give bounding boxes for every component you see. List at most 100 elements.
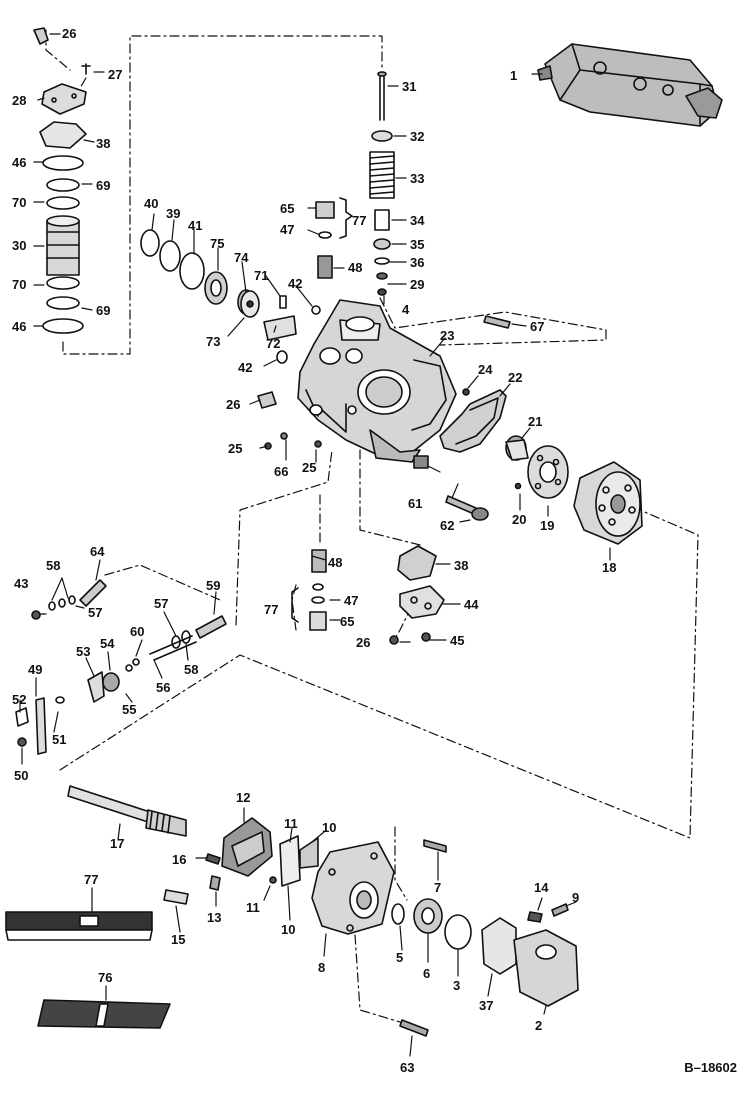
callout-22: 22 [508, 370, 522, 385]
callout-43: 43 [14, 576, 28, 591]
callout-65b: 65 [340, 614, 354, 629]
end-cover-and-gear-pump [163, 817, 579, 1037]
callout-leaders [19, 33, 611, 1057]
callout-62: 62 [440, 518, 454, 533]
callout-70a: 70 [12, 195, 26, 210]
callout-28: 28 [12, 93, 26, 108]
body-side-seals [140, 229, 321, 364]
callout-11b: 11 [246, 900, 260, 915]
callout-30: 30 [12, 238, 26, 253]
figure-reference-number: B–18602 [684, 1060, 737, 1075]
callout-9: 9 [572, 890, 579, 905]
callout-13: 13 [207, 910, 221, 925]
callout-72: 72 [266, 336, 280, 351]
callout-58b: 58 [184, 662, 198, 677]
callout-51: 51 [52, 732, 66, 747]
callout-3: 3 [453, 978, 460, 993]
callout-15: 15 [171, 932, 185, 947]
lower-center-valve [291, 545, 445, 645]
callout-47a: 47 [280, 222, 294, 237]
callout-25b: 25 [302, 460, 316, 475]
callout-60: 60 [130, 624, 144, 639]
callout-55: 55 [122, 702, 136, 717]
callout-52: 52 [12, 692, 26, 707]
callout-54: 54 [100, 636, 115, 651]
callout-7: 7 [434, 880, 441, 895]
callout-61: 61 [408, 496, 422, 511]
callout-4: 4 [402, 302, 410, 317]
callout-5: 5 [396, 950, 403, 965]
callout-47b: 47 [344, 593, 358, 608]
callout-50: 50 [14, 768, 28, 783]
callout-35: 35 [410, 237, 424, 252]
callout-17: 17 [110, 836, 124, 851]
callout-26a: 26 [62, 26, 76, 41]
callout-19: 19 [540, 518, 554, 533]
callout-33: 33 [410, 171, 424, 186]
callout-57b: 57 [154, 596, 168, 611]
callout-77a: 77 [352, 213, 366, 228]
left-seal-stack [33, 27, 91, 334]
callout-69a: 69 [96, 178, 110, 193]
callout-76: 76 [98, 970, 112, 985]
callout-11a: 11 [284, 816, 298, 831]
swashplate-and-rotating-group [439, 315, 643, 545]
callout-59: 59 [206, 578, 220, 593]
callout-38a: 38 [96, 136, 110, 151]
callout-77c: 77 [264, 602, 278, 617]
callout-32: 32 [410, 129, 424, 144]
callout-37: 37 [479, 998, 493, 1013]
callout-73: 73 [206, 334, 220, 349]
control-linkage [15, 579, 227, 755]
callout-69b: 69 [96, 303, 110, 318]
callout-53: 53 [76, 644, 90, 659]
callout-18: 18 [602, 560, 616, 575]
callout-63: 63 [400, 1060, 414, 1075]
callout-42b: 42 [238, 360, 252, 375]
callout-40: 40 [144, 196, 158, 211]
callout-71: 71 [254, 268, 268, 283]
center-valve-stack [315, 71, 395, 296]
callout-27: 27 [108, 67, 122, 82]
callout-74: 74 [234, 250, 249, 265]
callout-26c: 26 [356, 635, 370, 650]
decal-strips [5, 911, 171, 1029]
assembled-pump-thumbnail [537, 43, 723, 127]
input-shaft [67, 785, 187, 837]
callout-41: 41 [188, 218, 202, 233]
callout-49: 49 [28, 662, 42, 677]
callout-8: 8 [318, 960, 325, 975]
callout-77b: 77 [84, 872, 98, 887]
callout-38b: 38 [454, 558, 468, 573]
callout-29: 29 [410, 277, 424, 292]
callout-26b: 26 [226, 397, 240, 412]
callout-14: 14 [534, 880, 549, 895]
callout-46b: 46 [12, 319, 26, 334]
callout-1: 1 [510, 68, 517, 83]
callout-56: 56 [156, 680, 170, 695]
callout-31: 31 [402, 79, 416, 94]
callout-70b: 70 [12, 277, 26, 292]
callout-16: 16 [172, 852, 186, 867]
callout-48b: 48 [328, 555, 342, 570]
callout-42a: 42 [288, 276, 302, 291]
callout-57a: 57 [88, 605, 102, 620]
callout-39: 39 [166, 206, 180, 221]
callout-24: 24 [478, 362, 493, 377]
callout-23: 23 [440, 328, 454, 343]
callout-75: 75 [210, 236, 224, 251]
callout-34: 34 [410, 213, 425, 228]
callout-10a: 10 [322, 820, 336, 835]
callout-66: 66 [274, 464, 288, 479]
callout-45: 45 [450, 633, 464, 648]
callout-10b: 10 [281, 922, 295, 937]
callout-25a: 25 [228, 441, 242, 456]
callout-6: 6 [423, 966, 430, 981]
callout-labels: 1 2 3 4 5 6 7 8 9 10 10 11 11 12 13 14 1… [12, 26, 616, 1075]
callout-65a: 65 [280, 201, 294, 216]
callout-67: 67 [530, 319, 544, 334]
callout-36: 36 [410, 255, 424, 270]
plugs [31, 391, 322, 620]
